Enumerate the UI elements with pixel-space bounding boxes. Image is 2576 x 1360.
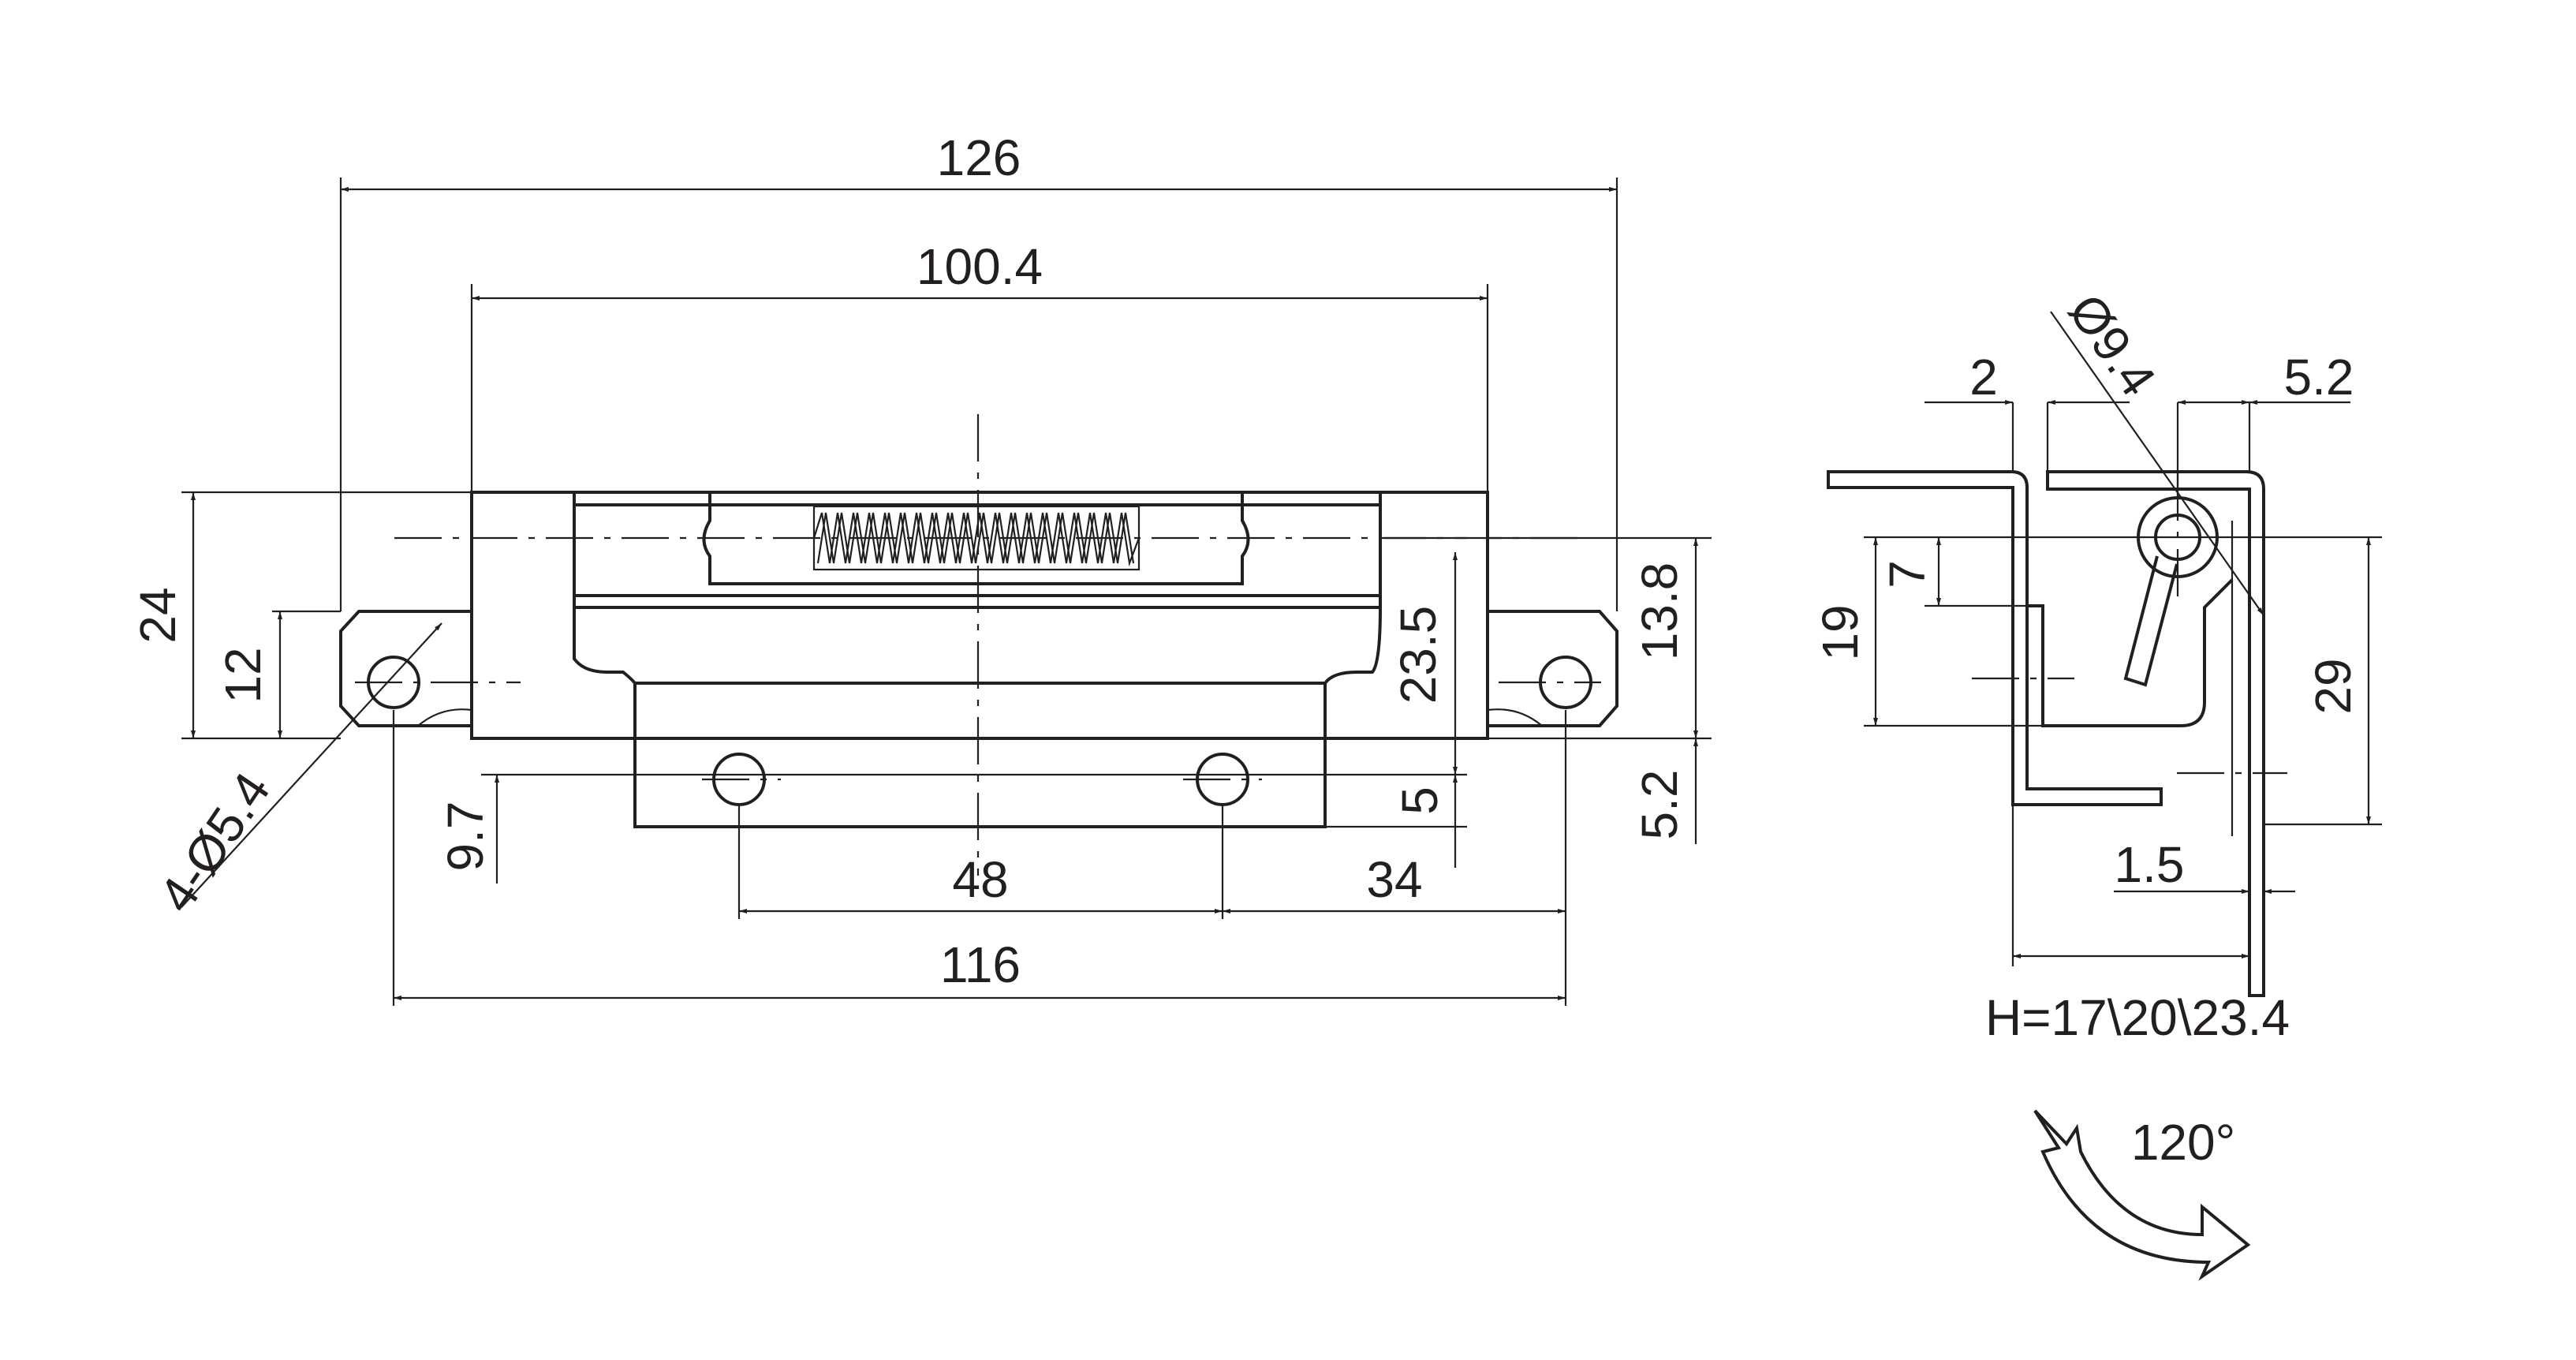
dim-bottom-hole-height: 9.7 xyxy=(437,801,494,872)
spring-arm xyxy=(2123,555,2178,687)
right-leaf xyxy=(2046,470,2265,997)
dim-hole-spec: 4-Ø5.4 xyxy=(147,762,281,921)
lower-plate xyxy=(633,683,1327,828)
front-view: 126 100.4 24 12 4-Ø5.4 9.7 48 34 116 23.… xyxy=(129,129,1712,1006)
dim-depth: 23.5 xyxy=(1390,606,1447,704)
hole-centerlines xyxy=(355,681,1601,781)
housing-body xyxy=(470,491,1489,740)
left-ear xyxy=(339,610,472,727)
right-ear xyxy=(1488,610,1618,727)
opening-angle: 120° xyxy=(2131,1114,2235,1171)
dim-spring-center-height: 13.8 xyxy=(1631,562,1688,661)
rotation-arrow-icon xyxy=(2033,1109,2251,1281)
side-view: 2 5.2 Ø9.4 7 19 29 1.5 H=17\20\23.4 120° xyxy=(1812,284,2382,1281)
dim-bottom-offset: 5 xyxy=(1391,786,1448,815)
dim-height: 24 xyxy=(129,587,186,643)
dim-leaf-height: 19 xyxy=(1812,604,1869,660)
dim-outer-hole-spacing: 116 xyxy=(940,936,1021,993)
dimension-lines xyxy=(181,187,1698,1000)
spring xyxy=(812,505,1141,571)
side-centerlines xyxy=(1972,473,2287,775)
dim-total-height: 29 xyxy=(2305,658,2361,714)
dim-body-length: 100.4 xyxy=(917,238,1043,295)
dim-leaf-thickness: 2 xyxy=(1969,349,1998,405)
right-ear-fillet xyxy=(1487,708,1543,727)
dim-pin-offset: 5.2 xyxy=(2284,349,2354,405)
dim-pin-height: 7 xyxy=(1879,560,1936,588)
extension-lines xyxy=(181,177,1712,1006)
dim-height-options: H=17\20\23.4 xyxy=(1985,989,2290,1046)
dim-overall-length: 126 xyxy=(937,129,1021,186)
side-dimension-lines xyxy=(1873,311,2371,958)
inner-leaf xyxy=(2027,578,2234,727)
dim-hole-offset: 34 xyxy=(1366,851,1422,908)
side-extension-lines xyxy=(1864,402,2382,966)
spring-window xyxy=(702,492,1250,585)
dim-flange-height: 12 xyxy=(215,647,271,703)
dim-lower-hole-spacing: 48 xyxy=(952,851,1008,908)
left-ear-fillet xyxy=(417,708,472,727)
left-leaf xyxy=(1827,470,2163,806)
dim-flange-hole-offset: 5.2 xyxy=(1631,770,1688,840)
dim-gap: 1.5 xyxy=(2115,836,2185,893)
